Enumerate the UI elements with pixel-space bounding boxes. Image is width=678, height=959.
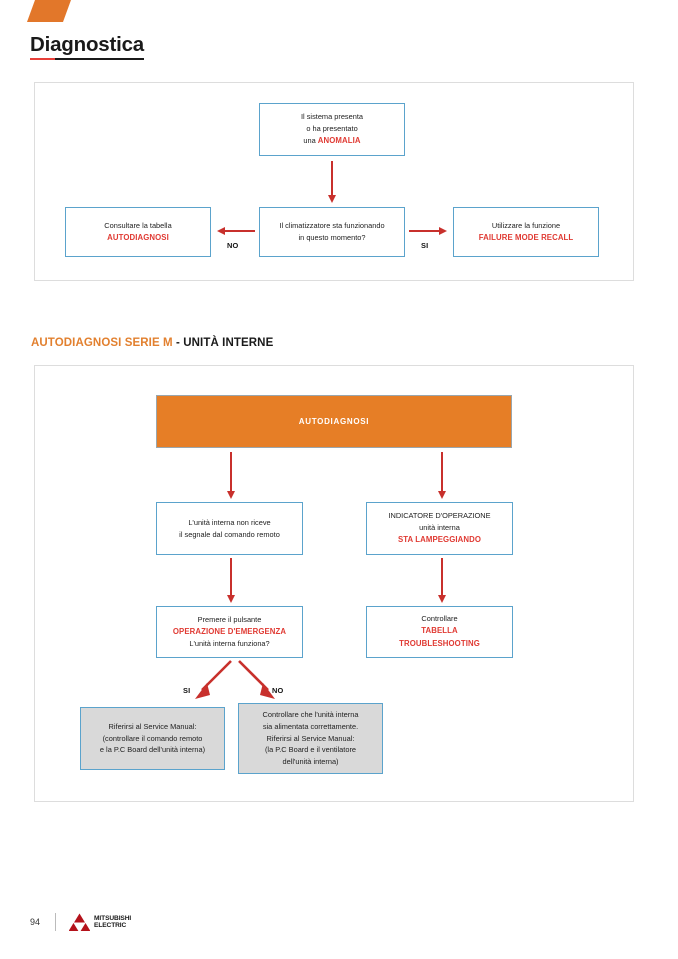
arrow-action-to-si xyxy=(195,660,232,699)
page-footer: 94 MITSUBISHI ELECTRIC xyxy=(30,913,131,932)
arrow-banner-to-right-symptom xyxy=(438,452,447,499)
title-underline-accent xyxy=(30,58,55,60)
title-underline xyxy=(30,58,144,60)
flow-node-left-result-emphasis: AUTODIAGNOSI xyxy=(107,232,169,242)
arrow-shaft xyxy=(230,452,233,491)
arrow-right-symptom-to-action xyxy=(438,558,447,603)
flow-node-right-action-emphasis1: TABELLA xyxy=(421,626,458,636)
arrow-shaft xyxy=(230,558,233,595)
flow-node-right-result-line1: Utilizzare la funzione xyxy=(491,220,561,230)
arrow-decision-to-no xyxy=(217,227,255,236)
arrow-shaft xyxy=(441,452,444,491)
flow-node-right-action-emphasis2: TROUBLESHOOTING xyxy=(399,638,480,648)
page-number: 94 xyxy=(30,917,41,927)
flow-node-result-si-line2: (controllare il comando remoto xyxy=(102,733,203,743)
arrow-shaft xyxy=(409,230,439,233)
flow-node-right-action-line1: Controllare xyxy=(421,614,458,624)
section-heading: AUTODIAGNOSI SERIE M - UNITÀ INTERNE xyxy=(31,337,273,349)
arrow-left-symptom-to-action xyxy=(227,558,236,603)
flowchart-panel-top: Il sistema presenta o ha presentato una … xyxy=(34,82,634,281)
mitsubishi-diamonds-icon xyxy=(68,913,92,932)
arrow-head xyxy=(227,595,235,603)
page-title: Diagnostica xyxy=(30,33,144,60)
flow-node-left-symptom-line2: il segnale dal comando remoto xyxy=(179,529,280,539)
flow-node-decision-line2: in questo momento? xyxy=(298,233,366,242)
flow-node-start-line1: Il sistema presenta xyxy=(300,112,364,122)
flow-node-start-emphasis: ANOMALIA xyxy=(317,136,361,146)
flow-node-left-action-emphasis: OPERAZIONE D'EMERGENZA xyxy=(172,626,287,636)
arrow-head xyxy=(438,595,446,603)
section-heading-black: - UNITÀ INTERNE xyxy=(172,337,274,349)
flow-node-result-si: Riferirsi al Service Manual: (controllar… xyxy=(80,707,225,770)
flow-node-right-symptom-emphasis: STA LAMPEGGIANDO xyxy=(397,535,482,545)
arrow-head xyxy=(227,491,235,499)
flow-node-result-no-line5: dell'unità interna) xyxy=(282,757,339,767)
page-title-text: Diagnostica xyxy=(30,33,144,56)
flow-node-left-symptom: L'unità interna non riceve il segnale da… xyxy=(156,502,303,555)
flow-node-right-result: Utilizzare la funzione FAILURE MODE RECA… xyxy=(453,207,599,257)
brand-logo: MITSUBISHI ELECTRIC xyxy=(68,913,131,932)
flow-node-left-result-line1: Consultare la tabella xyxy=(104,220,172,230)
flow-node-right-symptom: INDICATORE D'OPERAZIONE unità interna ST… xyxy=(366,502,513,555)
arrow-head xyxy=(438,491,446,499)
flow-node-result-si-line3: e la P.C Board dell'unità interna) xyxy=(99,745,206,755)
flow-node-left-action-line1: Premere il pulsante xyxy=(197,614,262,624)
branch-label-no: NO xyxy=(227,241,239,250)
corner-accent-mark xyxy=(26,0,72,22)
brand-line-2: ELECTRIC xyxy=(94,922,127,929)
flow-node-start: Il sistema presenta o ha presentato una … xyxy=(259,103,405,156)
flow-node-decision: Il climatizzatore sta funzionando in que… xyxy=(259,207,405,257)
flow-node-result-si-line1: Riferirsi al Service Manual: xyxy=(108,721,197,731)
arrow-head xyxy=(328,195,336,203)
flow-node-start-line3-prefix: una xyxy=(303,136,318,146)
arrow-shaft xyxy=(331,161,334,195)
flow-node-result-no-line2: sia alimentata correttamente. xyxy=(262,721,359,731)
arrow-shaft xyxy=(441,558,444,595)
footer-divider xyxy=(55,913,57,931)
arrow-banner-to-left-symptom xyxy=(227,452,236,499)
flow-node-start-line3: una ANOMALIA xyxy=(303,135,360,148)
flow-node-left-symptom-line1: L'unità interna non riceve xyxy=(188,517,271,527)
arrow-shaft xyxy=(225,230,255,233)
flow-node-left-action-line3: L'unità interna funziona? xyxy=(189,639,270,649)
brand-wordmark: MITSUBISHI ELECTRIC xyxy=(94,915,131,929)
flow-banner-autodiagnosi: AUTODIAGNOSI xyxy=(156,395,512,448)
arrow-head xyxy=(217,227,225,235)
flow-node-right-action: Controllare TABELLA TROUBLESHOOTING xyxy=(366,606,513,658)
flow-node-right-symptom-line1: INDICATORE D'OPERAZIONE xyxy=(388,511,491,521)
arrow-action-to-no xyxy=(238,660,275,699)
flow-node-start-line2: o ha presentato xyxy=(306,124,358,134)
flow-node-result-no-line1: Controllare che l'unità interna xyxy=(262,709,359,719)
branch-label-si-2: SI xyxy=(183,686,191,695)
flow-node-result-no: Controllare che l'unità interna sia alim… xyxy=(238,703,383,774)
flowchart-panel-bottom: AUTODIAGNOSI L'unità interna non riceve … xyxy=(34,365,634,802)
flow-node-result-no-line4: (la P.C Board e il ventilatore xyxy=(264,745,357,755)
flow-node-decision-line1: Il climatizzatore sta funzionando xyxy=(279,221,385,231)
branch-label-si: SI xyxy=(421,241,429,250)
arrow-start-to-decision xyxy=(328,161,337,203)
flow-node-left-result: Consultare la tabella AUTODIAGNOSI xyxy=(65,207,211,257)
branch-label-no-2: NO xyxy=(272,686,284,695)
brand-line-1: MITSUBISHI xyxy=(94,914,132,922)
arrow-head xyxy=(439,227,447,235)
flow-node-result-no-line3: Riferirsi al Service Manual: xyxy=(266,733,355,743)
arrow-decision-to-si xyxy=(409,227,447,236)
flow-node-left-action: Premere il pulsante OPERAZIONE D'EMERGEN… xyxy=(156,606,303,658)
flow-node-right-symptom-line2: unità interna xyxy=(419,523,460,533)
section-heading-orange: AUTODIAGNOSI SERIE M xyxy=(31,337,173,349)
flow-node-right-result-emphasis: FAILURE MODE RECALL xyxy=(478,232,574,242)
